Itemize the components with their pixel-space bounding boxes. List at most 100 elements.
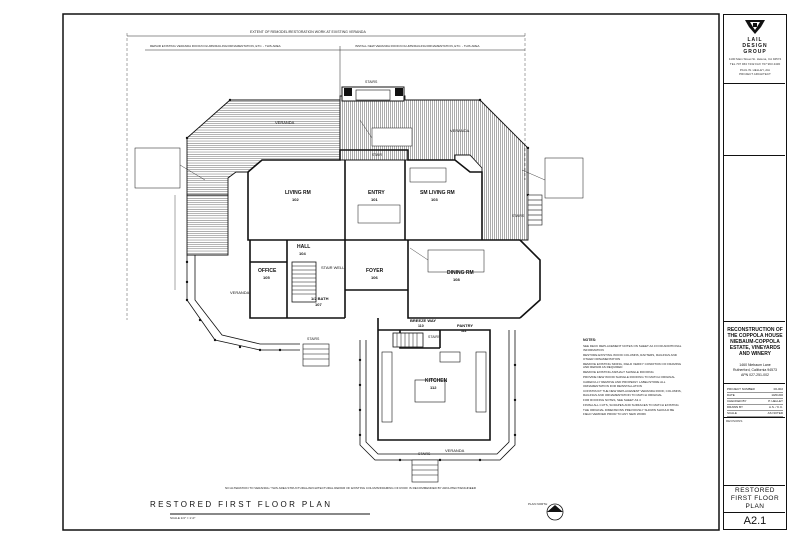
divider — [724, 417, 785, 418]
room-living-number: 102 — [292, 197, 299, 202]
room-dining-number: 108 — [453, 277, 460, 282]
room-entry-number: 101 — [371, 197, 378, 202]
note-item: FOR ROOFING NOTES, SEE SHEET A3.4 — [583, 397, 641, 402]
info-key: CHECKED BY — [727, 399, 747, 403]
project-name-2: THE COPPOLA HOUSE — [727, 333, 783, 339]
room-entry: ENTRY — [368, 190, 385, 196]
room-breezeway: BREEZE WAY — [410, 318, 437, 323]
sheet-title-2: FIRST FLOOR — [730, 495, 780, 502]
room-office: OFFICE — [258, 268, 277, 274]
label-stairs-k: STAIRS — [428, 335, 441, 339]
note-item: PROVIDE NEW WOOD SHINGLE ROOFING TO MATC… — [583, 375, 676, 380]
sheet-border — [62, 13, 720, 531]
sheet-title-1: RESTORED — [735, 487, 775, 494]
top-note-extent: EXTENT OF REMODEL/RESTORATION WORK AT EX… — [250, 30, 366, 34]
divider — [724, 485, 785, 486]
firm-contact-1: PAUL W. HELLEY, AIA — [739, 68, 771, 72]
info-row: CHECKED BY P. HELLEY — [727, 399, 783, 405]
info-key: DATE — [727, 393, 735, 397]
label-stairs-w: STAIRS — [307, 337, 320, 341]
note-item: THE ORIGINAL DIMENSIONS PREVIOUSLY SHOWN… — [583, 407, 675, 416]
room-hall-number: 104 — [299, 251, 306, 256]
room-bath: 1/2 BATH — [311, 296, 329, 301]
info-key: SCALE — [727, 411, 737, 415]
project-address-1: 1460 Niebaum Lane — [739, 363, 771, 367]
note-item: SEE DECK REPLACEMENT NOTES ON SHEET A2.0… — [583, 344, 682, 352]
north-label: PLAN NORTH — [528, 502, 548, 506]
label-stairs-e: STAIRS — [512, 214, 525, 218]
room-sm-living-number: 103 — [431, 197, 438, 202]
firm-address: 1100 Main Street St. Helena, CA 94574 — [728, 57, 782, 61]
project-name-1: RECONSTRUCTION OF — [727, 327, 783, 333]
room-breezeway-number: 110 — [418, 324, 424, 328]
top-note-install: INSTALL NEW VERANDA ROOF/COLUMN/RAILING/… — [355, 44, 480, 48]
project-name-3: NIEBAUM-COPPOLA — [730, 339, 780, 345]
note-item: RESTORE EXISTING WOOD COLUMNS, RAFTERS, … — [583, 352, 677, 361]
stair-well-treads — [291, 261, 317, 303]
firm-name-3: GROUP — [743, 49, 767, 55]
label-veranda-nw: VERANDA — [275, 120, 295, 125]
room-dining: DINING RM — [447, 270, 474, 276]
notes-heading: NOTES: — [583, 338, 597, 342]
exterior-stairs — [302, 194, 543, 483]
note-item: FINISH ALL CUTS, SCRAPES AND SURFACES TO… — [583, 402, 679, 407]
note-item: REMOVE EXISTING ASPHALT SHINGLE ROOFING — [583, 370, 654, 375]
room-office-number: 105 — [263, 275, 270, 280]
room-hall: HALL — [297, 244, 311, 250]
note-item: REMOVE EXISTING SIDING, FIELD VERIFY CON… — [583, 361, 682, 370]
kitchen-stair-treads — [392, 332, 424, 348]
project-address-2: Rutherford, California 94573 — [733, 368, 777, 372]
room-pantry: PANTRY — [457, 323, 473, 328]
firm-logo-icon — [745, 20, 765, 34]
label-veranda-n: VERANDA — [450, 128, 470, 133]
sheet-title-3: PLAN — [745, 503, 765, 510]
label-stair: STAIR — [372, 153, 383, 157]
veranda-columns — [185, 98, 530, 462]
project-address-3: APN 027-251-002 — [740, 373, 770, 377]
info-value: P. HELLEY — [768, 399, 783, 403]
room-sm-living: SM LIVING RM — [420, 190, 455, 196]
veranda-outlines — [186, 255, 516, 461]
label-stair-well: STAIR WELL — [321, 265, 345, 270]
info-value: 10/01/00 — [771, 393, 783, 397]
divider — [724, 512, 785, 513]
divider — [724, 383, 785, 384]
divider — [724, 83, 785, 84]
divider — [724, 321, 785, 322]
label-stairs-n: STAIRS — [365, 80, 378, 84]
kitchen-counters — [381, 351, 487, 423]
top-note-repair: REPAIR EXISTING VERANDA ROOF/COLUMN/RAIL… — [150, 44, 281, 48]
drawing-title: RESTORED FIRST FLOOR PLAN — [150, 500, 333, 509]
drawing-scale: SCALE 1/4" = 1'-0" — [170, 516, 196, 520]
project-name-5: AND WINERY — [738, 351, 772, 357]
title-block: LAIL DESIGN GROUP 1100 Main Street St. H… — [723, 14, 787, 530]
room-pantry-number: 111 — [461, 329, 467, 333]
note-item: CAREFULLY REMOVE AND PROPERLY LABEL/STOR… — [583, 380, 666, 389]
firm-name-1: LAIL — [747, 37, 763, 43]
leader-lines — [179, 119, 546, 261]
north-arrow-icon — [546, 503, 564, 521]
firm-phone: TEL 707 963 7432 FAX 707 963 4430 — [729, 62, 781, 66]
label-veranda-w: VERANDA — [230, 290, 250, 295]
veranda-repair-area — [186, 99, 341, 196]
label-veranda-s: VERANDA — [445, 448, 465, 453]
firm-name-2: DESIGN — [742, 43, 768, 49]
info-row: DATE 10/01/00 — [727, 393, 783, 399]
info-row: PROJECT NUMBER 00-002 — [727, 387, 783, 393]
info-key: PROJECT NUMBER — [727, 387, 755, 391]
project-name-4: ESTATE, VINEYARDS — [729, 345, 781, 351]
info-value: 00-002 — [773, 387, 783, 391]
column-block — [344, 88, 352, 96]
firm-contact-2: PROJECT ARCHITECT — [739, 72, 771, 76]
callout-boxes — [134, 127, 584, 273]
divider — [724, 155, 785, 156]
label-stairs-s: STAIRS — [418, 452, 431, 456]
sheet-number: A2.1 — [743, 515, 767, 527]
bottom-note: NO ALTERATION TO VERANDA / THIS AREA STR… — [225, 486, 476, 490]
veranda-repair-west — [186, 194, 229, 256]
